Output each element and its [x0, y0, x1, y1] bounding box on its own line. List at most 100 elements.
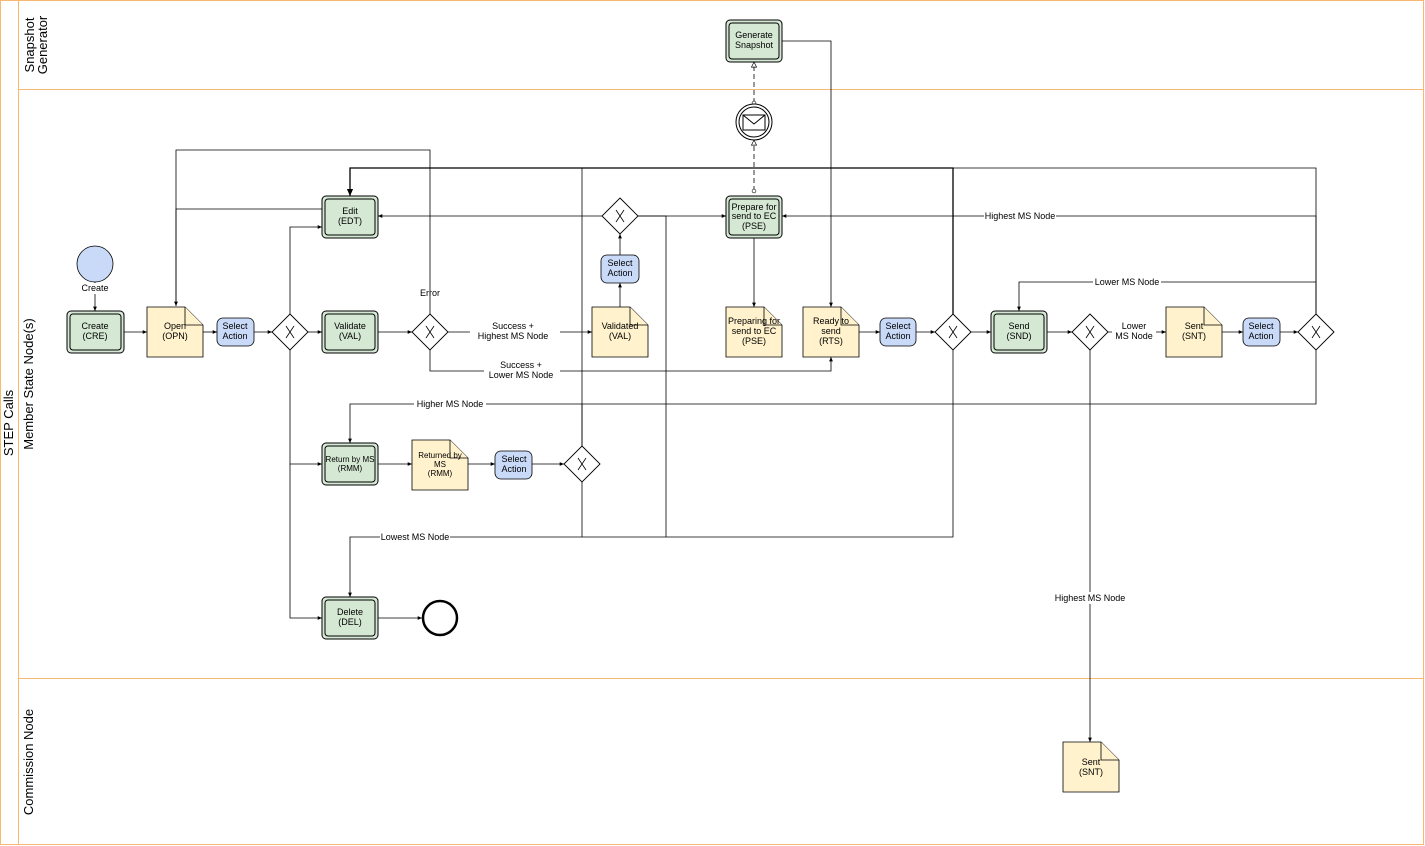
exclusive-x-icon — [948, 325, 958, 339]
label-success-lower: Success + — [500, 360, 542, 370]
doc-sent-ms[interactable]: Sent (SNT) — [1165, 306, 1223, 358]
lane-title-line: Generator — [35, 15, 50, 74]
doc-label: (SNT) — [1182, 331, 1206, 341]
doc-label: Preparing for — [728, 316, 780, 326]
task-validate[interactable]: Validate (VAL) — [321, 310, 379, 354]
doc-returned-by-ms[interactable]: Returned by MS (RMM) — [411, 439, 469, 491]
gateway-6[interactable] — [1297, 313, 1335, 351]
doc-label: (VAL) — [609, 331, 631, 341]
start-event-label: Create — [81, 283, 108, 293]
end-event[interactable] — [421, 599, 459, 637]
edge-labels: Error Success + Highest MS Node Success … — [380, 210, 1161, 604]
select-action-1[interactable]: Select Action — [216, 317, 255, 347]
doc-label: Sent — [1185, 321, 1204, 331]
gateway-5[interactable] — [1071, 313, 1109, 351]
select-action-2[interactable]: Select Action — [494, 450, 533, 480]
task-label: (DEL) — [338, 617, 362, 627]
task-return-by-ms[interactable]: Return by MS (RMM) — [321, 442, 379, 486]
task-label: (CRE) — [83, 331, 108, 341]
task-label: Validate — [334, 321, 366, 331]
doc-label: Sent — [1082, 757, 1101, 767]
select-label: Action — [607, 268, 632, 278]
select-label: Select — [501, 454, 527, 464]
select-label: Action — [1248, 331, 1273, 341]
task-label: (EDT) — [338, 216, 362, 226]
doc-ready-to-send[interactable]: Ready to send (RTS) — [802, 306, 860, 358]
task-label: (PSE) — [742, 221, 766, 231]
task-label: Generate — [735, 30, 773, 40]
label-error: Error — [420, 288, 440, 298]
exclusive-x-icon — [425, 325, 435, 339]
lane-commission: Commission Node — [21, 709, 36, 815]
gateway-3[interactable] — [601, 197, 639, 235]
select-label: Action — [222, 331, 247, 341]
task-edit[interactable]: Edit (EDT) — [321, 195, 379, 239]
select-action-4[interactable]: Select Action — [879, 317, 917, 347]
task-label: Return by MS — [326, 455, 375, 464]
select-action-5[interactable]: Select Action — [1242, 317, 1281, 347]
select-label: Select — [1248, 321, 1274, 331]
task-label: Create — [81, 321, 108, 331]
gateway-1[interactable] — [271, 313, 309, 351]
doc-sent-commission[interactable]: Sent (SNT) — [1062, 741, 1120, 793]
message-event[interactable] — [735, 103, 773, 141]
doc-label: (RMM) — [428, 469, 453, 478]
select-label: Action — [885, 331, 910, 341]
task-generate-snapshot[interactable]: Generate Snapshot — [725, 19, 783, 63]
gateway-4[interactable] — [934, 313, 972, 351]
task-label: (VAL) — [339, 331, 361, 341]
select-label: Select — [885, 321, 911, 331]
lane-title-line: Commission Node — [21, 709, 36, 815]
task-label: Delete — [337, 607, 363, 617]
envelope-icon — [742, 114, 766, 131]
doc-open[interactable]: Open (OPN) — [146, 306, 204, 358]
exclusive-x-icon — [285, 325, 295, 339]
task-label: Send — [1008, 321, 1029, 331]
gateway-2[interactable] — [411, 313, 449, 351]
lane-snapshot-generator: Snapshot Generator — [22, 15, 50, 74]
select-action-3[interactable]: Select Action — [600, 254, 640, 284]
label-success-lower: Lower MS Node — [489, 370, 554, 380]
task-delete[interactable]: Delete (DEL) — [321, 596, 379, 640]
doc-label: (SNT) — [1079, 767, 1103, 777]
doc-label: send — [821, 326, 841, 336]
task-label: Prepare for — [731, 202, 776, 212]
task-prepare-send-ec[interactable]: Prepare for send to EC (PSE) — [725, 195, 783, 239]
exclusive-x-icon — [1311, 325, 1321, 339]
label-highest-ms-top: Highest MS Node — [985, 211, 1056, 221]
doc-label: (PSE) — [742, 336, 766, 346]
doc-label: Validated — [602, 321, 639, 331]
select-label: Select — [222, 321, 248, 331]
label-success-highest: Success + — [492, 321, 534, 331]
doc-label: Ready to — [813, 316, 849, 326]
label-lower-ms-mid: MS Node — [1115, 331, 1153, 341]
label-lower-ms-top: Lower MS Node — [1095, 277, 1160, 287]
task-send[interactable]: Send (SND) — [990, 310, 1048, 354]
label-higher-ms: Higher MS Node — [417, 399, 484, 409]
task-label: (RMM) — [338, 464, 363, 473]
doc-label: MS — [434, 460, 446, 469]
exclusive-x-icon — [1085, 325, 1095, 339]
lane-title-line: Snapshot — [22, 17, 37, 72]
pool-title: STEP Calls — [1, 389, 16, 456]
doc-label: (RTS) — [819, 336, 843, 346]
select-label: Action — [501, 464, 526, 474]
edges — [93, 40, 1317, 742]
label-success-highest: Highest MS Node — [478, 331, 549, 341]
doc-label: (OPN) — [162, 331, 188, 341]
label-lower-ms-mid: Lower — [1122, 321, 1147, 331]
exclusive-x-icon — [615, 209, 625, 223]
lane-title-line: Member State Node(s) — [21, 318, 36, 450]
select-label: Select — [607, 258, 633, 268]
start-event[interactable]: Create — [76, 245, 114, 294]
doc-label: Open — [164, 321, 186, 331]
label-highest-ms-down: Highest MS Node — [1055, 593, 1126, 603]
doc-validated[interactable]: Validated (VAL) — [591, 306, 649, 358]
task-create[interactable]: Create (CRE) — [66, 310, 125, 354]
doc-preparing[interactable]: Preparing for send to EC (PSE) — [725, 306, 783, 358]
task-label: Edit — [342, 206, 358, 216]
label-lowest-ms: Lowest MS Node — [381, 532, 450, 542]
gateway-7[interactable] — [563, 445, 601, 483]
